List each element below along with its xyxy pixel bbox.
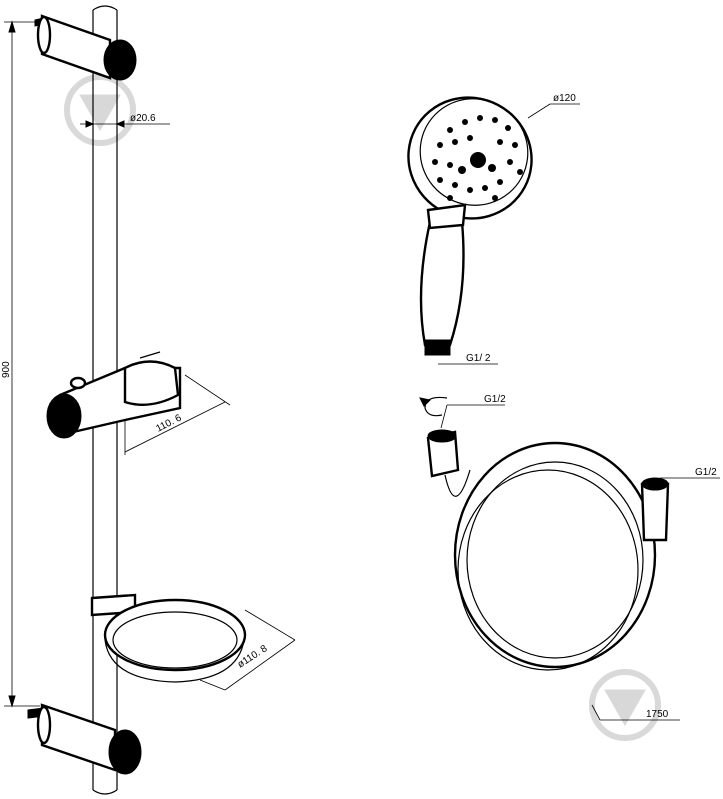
rail-height-label: 900 [1,361,12,378]
head-diameter-label: ø120 [553,93,576,104]
rail-diameter-label: ø20.6 [130,113,156,124]
hose-thread-right-label: G1/2 [695,467,717,478]
watermark-top [64,74,136,146]
holder-depth-label: 110. 6 [154,412,183,434]
hand-shower [407,96,580,365]
shower-hose [419,396,720,721]
handle-thread-label: G1/ 2 [466,353,491,364]
spray-nozzles [432,115,523,201]
shower-rail [4,5,296,795]
hose-thread-top-label: G1/2 [484,394,506,405]
watermark-bottom [589,669,661,741]
hose-length-label: 1750 [646,709,669,720]
